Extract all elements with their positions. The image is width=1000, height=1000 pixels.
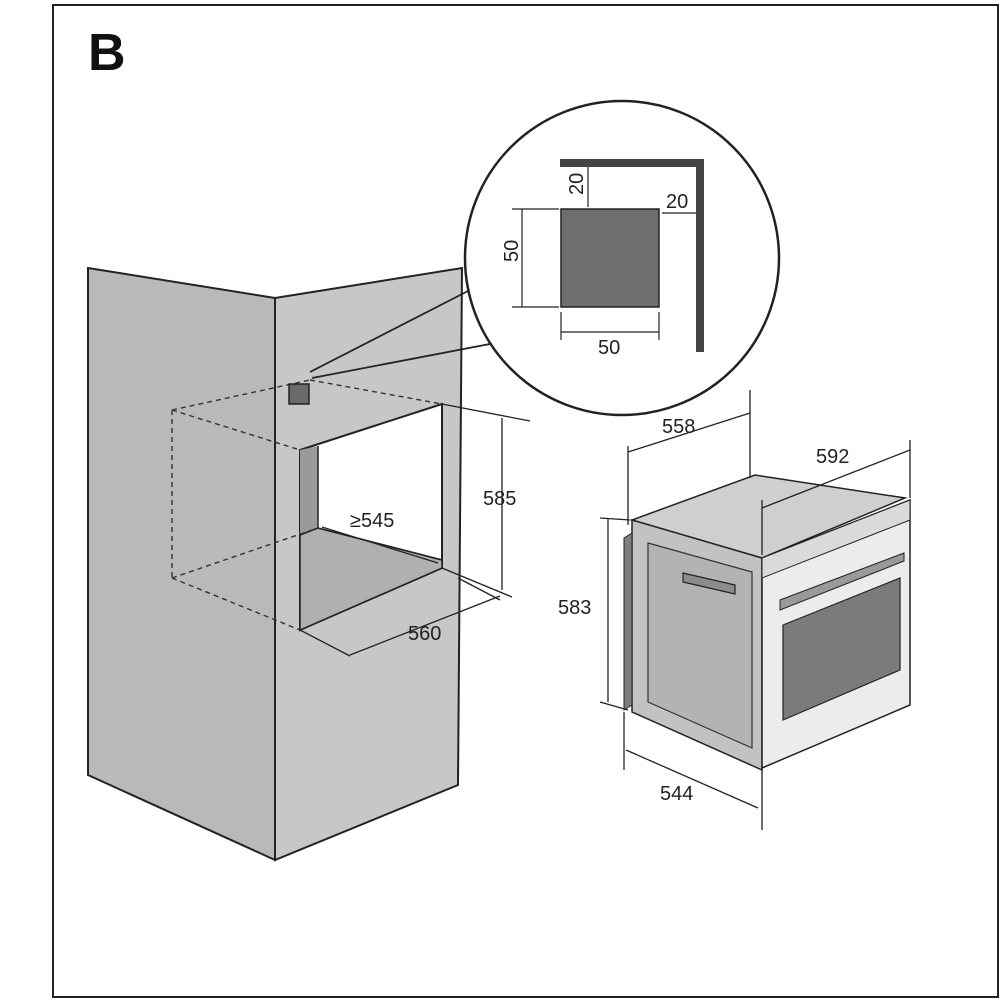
detail-vent-square [560,208,660,308]
diagram-border [52,4,999,998]
oven-front-depth-label: 544 [660,783,693,805]
oven-width-label: 592 [816,446,849,468]
oven-height-label: 583 [558,597,591,619]
detail-cabinet-corner [560,159,704,352]
oven-side-handle [682,572,736,595]
oven-side-panel [647,542,753,749]
oven-hinge-strip [623,532,633,711]
panel-label: B [88,24,126,82]
oven-depth-label: 558 [662,416,695,438]
niche-hidden-lines [171,379,443,631]
oven-control-strip [761,499,911,579]
callout-leader [309,289,496,379]
vent-cutout [288,383,310,405]
oven-dimensions [599,390,911,830]
detail-dimension-lines [512,167,696,340]
cabinet-width-label: 560 [408,623,441,645]
cabinet [87,266,464,862]
cabinet-dimensions [299,403,531,657]
oven-window [782,577,901,721]
detail-vent-width-label: 50 [598,337,620,359]
cabinet-depth-label: ≥545 [350,510,394,532]
cabinet-height-label: 585 [483,488,516,510]
detail-side-offset-label: 20 [666,191,688,213]
detail-top-offset-label: 20 [566,173,588,195]
cabinet-left-face [87,266,276,862]
oven-door-handle [779,552,905,611]
detail-callout [309,99,781,417]
niche-inner-left-wall [300,446,318,535]
detail-vent-height-label: 50 [501,240,523,262]
oven [623,474,911,772]
